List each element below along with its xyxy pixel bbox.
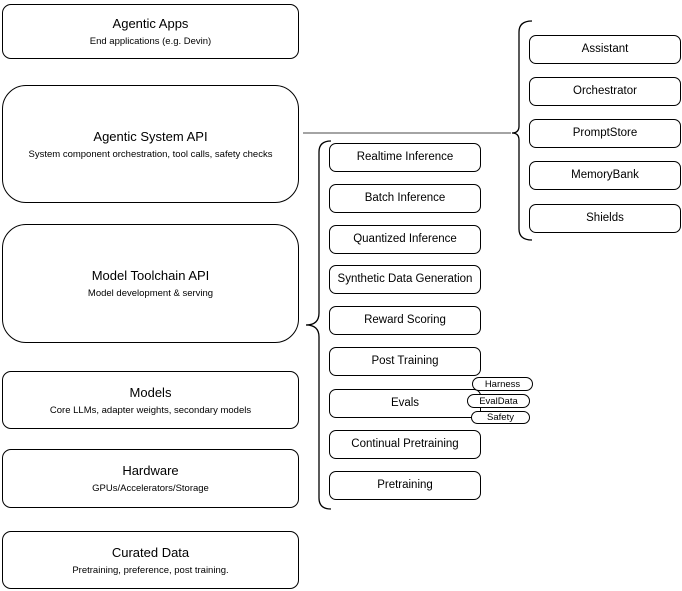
layer-title: Models bbox=[129, 384, 172, 400]
toolchain-item-pretraining: Pretraining bbox=[329, 471, 481, 500]
layer-subtitle: Pretraining, preference, post training. bbox=[72, 564, 229, 576]
system-component-label: Orchestrator bbox=[573, 85, 637, 97]
toolchain-item-label: Quantized Inference bbox=[353, 233, 457, 245]
system-component-label: Assistant bbox=[581, 43, 629, 55]
system-components-bracket bbox=[511, 20, 533, 241]
toolchain-item-label: Batch Inference bbox=[364, 192, 446, 204]
toolchain-item-label: Reward Scoring bbox=[364, 314, 446, 326]
toolchain-item-continual-pretraining: Continual Pretraining bbox=[329, 430, 481, 459]
layer-models: Models Core LLMs, adapter weights, secon… bbox=[2, 371, 299, 429]
toolchain-item-realtime-inference: Realtime Inference bbox=[329, 143, 481, 172]
layer-subtitle: End applications (e.g. Devin) bbox=[89, 36, 212, 47]
layer-title: Model Toolchain API bbox=[91, 268, 210, 283]
layer-subtitle: System component orchestration, tool cal… bbox=[28, 148, 273, 160]
toolchain-item-reward-scoring: Reward Scoring bbox=[329, 306, 481, 335]
layer-title: Hardware bbox=[122, 463, 179, 478]
layer-subtitle: GPUs/Accelerators/Storage bbox=[92, 483, 209, 494]
eval-tag-harness: Harness bbox=[472, 377, 533, 391]
toolchain-item-label: Realtime Inference bbox=[356, 151, 454, 163]
system-component-assistant: Assistant bbox=[529, 35, 681, 64]
toolchain-item-evals: Evals bbox=[329, 389, 481, 418]
toolchain-item-label: Continual Pretraining bbox=[351, 438, 459, 450]
eval-tag-label: Safety bbox=[487, 412, 514, 423]
layer-agentic-system-api: Agentic System API System component orch… bbox=[2, 85, 299, 203]
toolchain-item-post-training: Post Training bbox=[329, 347, 481, 376]
layer-subtitle: Model development & serving bbox=[87, 288, 214, 299]
system-component-memorybank: MemoryBank bbox=[529, 161, 681, 190]
eval-tag-label: Harness bbox=[484, 378, 521, 390]
toolchain-item-label: Synthetic Data Generation bbox=[337, 273, 473, 285]
toolchain-item-label: Post Training bbox=[371, 355, 439, 367]
system-component-shields: Shields bbox=[529, 204, 681, 233]
toolchain-item-batch-inference: Batch Inference bbox=[329, 184, 481, 213]
layer-agentic-apps: Agentic Apps End applications (e.g. Devi… bbox=[2, 4, 299, 59]
layer-title: Curated Data bbox=[111, 544, 190, 560]
toolchain-bracket bbox=[305, 140, 332, 510]
system-component-label: MemoryBank bbox=[571, 169, 639, 181]
toolchain-item-quantized-inference: Quantized Inference bbox=[329, 225, 481, 254]
toolchain-item-synthetic-data-generation: Synthetic Data Generation bbox=[329, 265, 481, 294]
layer-curated-data: Curated Data Pretraining, preference, po… bbox=[2, 531, 299, 589]
eval-tag-label: EvalData bbox=[479, 395, 518, 407]
system-component-label: PromptStore bbox=[572, 127, 638, 139]
toolchain-item-label: Evals bbox=[390, 397, 420, 409]
system-component-promptstore: PromptStore bbox=[529, 119, 681, 148]
eval-tag-safety: Safety bbox=[471, 411, 530, 424]
layer-title: Agentic System API bbox=[93, 128, 208, 144]
layer-model-toolchain-api: Model Toolchain API Model development & … bbox=[2, 224, 299, 343]
system-component-label: Shields bbox=[586, 212, 624, 224]
layer-title: Agentic Apps bbox=[112, 16, 189, 31]
layer-subtitle: Core LLMs, adapter weights, secondary mo… bbox=[49, 404, 252, 416]
system-component-orchestrator: Orchestrator bbox=[529, 77, 681, 106]
eval-tag-evaldata: EvalData bbox=[467, 394, 530, 408]
layer-hardware: Hardware GPUs/Accelerators/Storage bbox=[2, 449, 299, 508]
toolchain-item-label: Pretraining bbox=[377, 479, 433, 491]
